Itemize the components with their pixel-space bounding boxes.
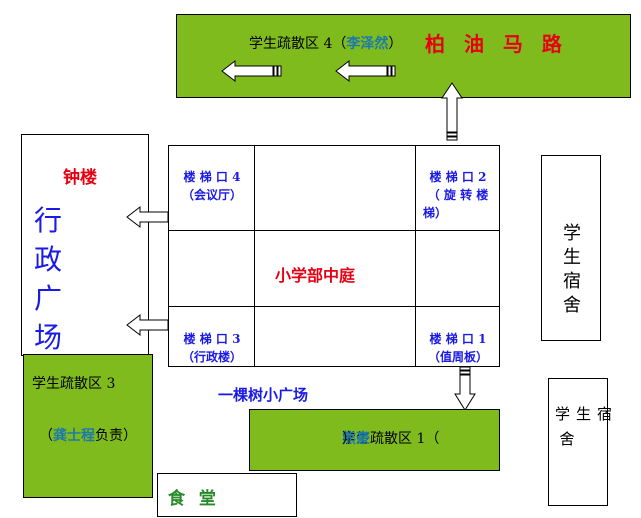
zone4-person: 李泽然 — [346, 36, 389, 52]
bell-tower-label: 钟楼 — [63, 168, 97, 188]
stairwell-2-note-end: 梯） — [423, 206, 448, 220]
canteen: 食 堂 — [157, 473, 297, 517]
up-arrow-icon — [441, 82, 463, 141]
stairwell-1-note: （值周板） — [427, 350, 488, 364]
zone4-label: 学生疏散区 4（李泽然） — [249, 33, 402, 53]
zone1-text: 学生疏散区 1（ — [342, 431, 440, 447]
zone3-owner: （龚士程负责） — [39, 425, 137, 445]
zone3-person: 龚士程 — [53, 428, 95, 444]
student-dormitory-2: 学生宿 舍 — [548, 378, 612, 506]
student-dormitory-1: 学 生 宿 舍 — [541, 155, 601, 341]
stairwell-4: 楼 梯 口 4 （会议厅） — [171, 168, 253, 204]
zone4-close: ） — [388, 36, 403, 52]
tree-plaza-label: 一棵树小广场 — [218, 386, 309, 404]
stairwell-2-note: （ 旋 转 楼 — [427, 188, 489, 202]
dorm2-label-row1: 学生宿 — [555, 405, 619, 423]
evacuation-zone-4: 学生疏散区 4（李泽然） 柏 油 马 路 — [176, 14, 631, 98]
stairwell-3: 楼 梯 口 3 （行政楼） — [171, 330, 253, 366]
stairwell-2: 楼 梯 口 2 （ 旋 转 楼 梯） — [417, 168, 499, 222]
zone3-suffix: 负责） — [95, 428, 137, 444]
plaza-char: 场 — [33, 321, 62, 354]
stairwell-1: 楼 梯 口 1 （值周板） — [417, 330, 499, 366]
zone4-text: 学生疏散区 4（ — [249, 36, 347, 52]
evacuation-zone-3: 学生疏散区 3 （龚士程负责） — [23, 354, 153, 498]
grid-line — [415, 146, 416, 366]
zone1-close: ） — [342, 431, 356, 447]
dorm2-label-row2: 舍 — [559, 430, 575, 448]
primary-school-courtyard: 小学部中庭 — [275, 266, 356, 285]
plaza-name: 行 政 广 场 — [30, 201, 66, 357]
grid-line — [169, 230, 499, 231]
stairwell-3-label: 楼 梯 口 3 — [183, 332, 241, 346]
stairwell-2-label: 楼 梯 口 2 — [429, 170, 487, 184]
zone3-label: 学生疏散区 3 — [32, 376, 116, 392]
grid-line — [254, 146, 255, 366]
plaza-char: 广 — [33, 282, 62, 315]
stairwell-4-label: 楼 梯 口 4 — [183, 170, 241, 184]
courtyard-grid: 楼 梯 口 4 （会议厅） 楼 梯 口 2 （ 旋 转 楼 梯） 楼 梯 口 3… — [168, 145, 500, 367]
left-arrow-icon — [221, 59, 282, 83]
down-arrow-icon — [454, 366, 476, 411]
left-arrow-icon — [335, 59, 396, 83]
dorm-char: 生 — [563, 247, 581, 268]
dorm-char: 学 — [563, 223, 581, 244]
dorm-char: 宿 — [563, 271, 581, 292]
zone3-open: （ — [39, 428, 53, 444]
plaza-char: 行 — [33, 204, 62, 237]
plaza-char: 政 — [33, 243, 62, 276]
zone1-person: 熊豪 — [342, 431, 370, 447]
stairwell-3-note: （行政楼） — [181, 350, 242, 364]
dorm1-label: 学 生 宿 舍 — [560, 222, 584, 318]
dorm-char: 舍 — [563, 295, 581, 316]
stairwell-4-note: （会议厅） — [181, 188, 242, 202]
stairwell-1-label: 楼 梯 口 1 — [429, 332, 487, 346]
grid-line — [169, 306, 499, 307]
canteen-label: 食 堂 — [168, 489, 220, 509]
asphalt-road-label: 柏 油 马 路 — [425, 32, 568, 56]
administration-plaza: 钟楼 行 政 广 场 — [21, 134, 149, 356]
evacuation-zone-1: 学生疏散区 1（熊豪） — [249, 409, 500, 471]
